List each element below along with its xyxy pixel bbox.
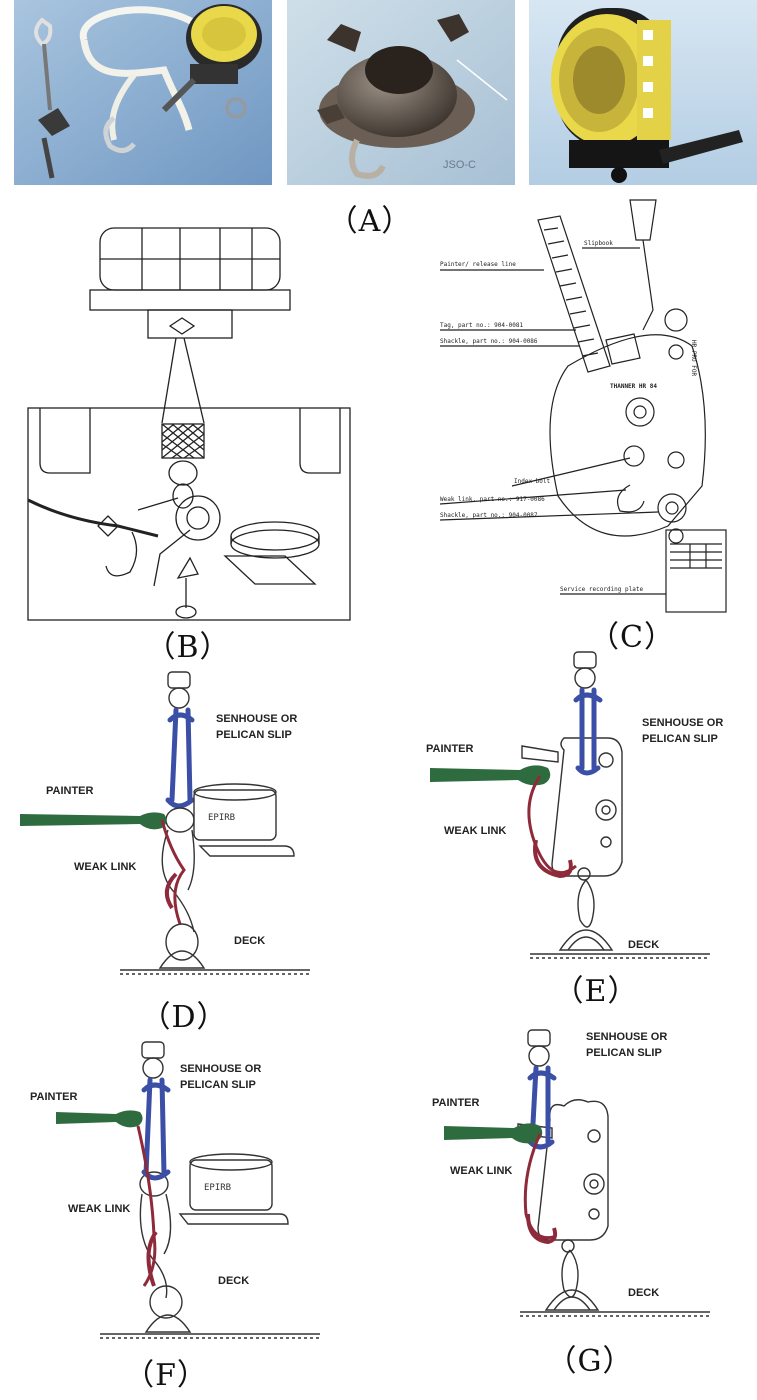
label-deck-e: DECK <box>628 939 659 951</box>
device-side-text: HR PRO FOR <box>690 340 697 377</box>
label-painter-f: PAINTER <box>30 1091 78 1103</box>
label-tag-part: Tag, part no.: 904-0081 <box>440 322 523 329</box>
caption-d: （D） <box>140 1000 228 1035</box>
device-name: THANNER HR 84 <box>610 383 657 390</box>
photo-yellow-release-unit <box>529 0 757 185</box>
label-weak-link-g: WEAK LINK <box>450 1165 512 1177</box>
label-slip-g2: PELICAN SLIP <box>586 1047 662 1059</box>
photo-hydrostatic-release-kit <box>14 0 272 185</box>
label-weak-link-e: WEAK LINK <box>444 825 506 837</box>
label-weak-link-d: WEAK LINK <box>74 861 136 873</box>
photo-mark-label: JSO-C <box>443 159 476 171</box>
label-shackle-part-1: Shackle, part no.: 904-0086 <box>440 338 538 345</box>
label-painter-g: PAINTER <box>432 1097 480 1109</box>
diagram-b-liferaft-cradle <box>20 218 360 622</box>
diagram-f-float-free-epirb: EPIRB SENHOUSE OR PELICAN SLIP PAINTER W… <box>20 1036 350 1348</box>
label-deck-g: DECK <box>628 1287 659 1299</box>
diagram-d-float-free-epirb: EPIRB SENHOUSE OR PELICAN SLIP PAINTER W… <box>10 670 350 990</box>
label-slip-e2: PELICAN SLIP <box>642 733 718 745</box>
label-weak-link-f: WEAK LINK <box>68 1203 130 1215</box>
label-slip-f2: PELICAN SLIP <box>180 1079 256 1091</box>
caption-e: （E） <box>553 974 639 1009</box>
label-slip-e1: SENHOUSE OR <box>642 717 723 729</box>
label-slipbook: Slipbook <box>584 240 613 247</box>
label-weak-link-part: Weak link, part no.: 917-0086 <box>440 496 545 503</box>
diagram-e-float-free-release: SENHOUSE OR PELICAN SLIP PAINTER WEAK LI… <box>410 650 750 970</box>
label-slip-d1: SENHOUSE OR <box>216 713 297 725</box>
photo-release-mechanism: JSO-C <box>287 0 515 185</box>
diagram-g-float-free-release: SENHOUSE OR PELICAN SLIP PAINTER WEAK LI… <box>410 1024 750 1324</box>
label-slip-f1: SENHOUSE OR <box>180 1063 261 1075</box>
label-painter-d: PAINTER <box>46 785 94 797</box>
label-index-bolt: Index bolt <box>514 478 551 485</box>
caption-f: （F） <box>124 1358 208 1393</box>
caption-g: （G） <box>546 1344 634 1379</box>
caption-a: （A） <box>327 204 413 239</box>
caption-b: （B） <box>145 630 231 665</box>
label-slip-g1: SENHOUSE OR <box>586 1031 667 1043</box>
label-service-recording-plate: Service recording plate <box>560 586 643 593</box>
label-painter-release-line: Painter/ release line <box>440 261 516 268</box>
caption-c: （C） <box>589 620 675 655</box>
label-slip-d2: PELICAN SLIP <box>216 729 292 741</box>
label-deck-f: DECK <box>218 1275 249 1287</box>
label-painter-e: PAINTER <box>426 743 474 755</box>
label-shackle-part-2: Shackle, part no.: 904-0087 <box>440 512 538 519</box>
cylinder-text: EPIRB <box>208 813 235 823</box>
diagram-c-thanner-release: Slipbook Painter/ release line Tag, part… <box>440 190 740 622</box>
label-deck-d: DECK <box>234 935 265 947</box>
cylinder-text: EPIRB <box>204 1183 231 1193</box>
